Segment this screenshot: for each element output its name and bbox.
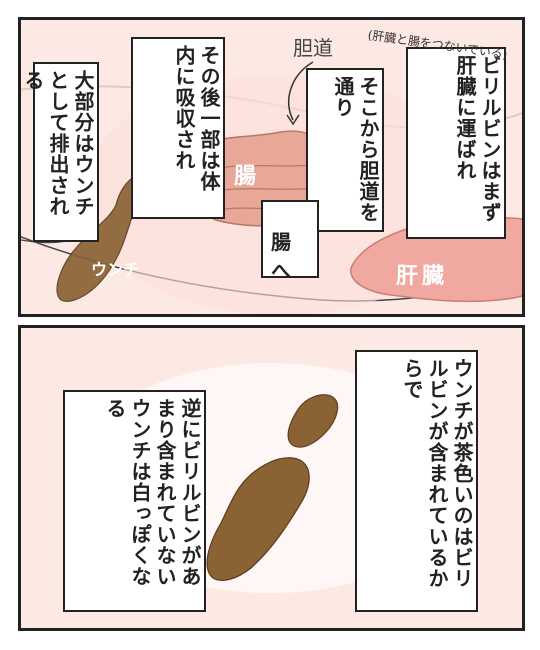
caption-via-bile-duct: そこから胆道を通り <box>306 68 384 232</box>
poop-bottom-piece <box>206 457 310 581</box>
panel-top: 大部分はウンチとして排出される その後一部は体内に吸収され そこから胆道を通り … <box>18 17 525 317</box>
caption-white-poop: 逆にビリルビンがあまり含まれていないウンチは白っぽくなる <box>63 390 206 612</box>
panel-bottom: ウンチが茶色いのはビリルビンが含まれているからで 逆にビリルビンがあまり含まれて… <box>18 325 525 631</box>
caption-to-intestine: 腸へ <box>261 200 319 283</box>
caption-liver: ビリルビンはまず肝臓に運ばれ <box>406 47 506 239</box>
label-intestine: 腸 <box>234 164 257 189</box>
caption-absorbed: その後一部は体内に吸収され <box>131 37 225 219</box>
poop-top-piece <box>287 394 339 448</box>
label-poop: ウンチ <box>91 260 140 279</box>
caption-brown-reason: ウンチが茶色いのはビリルビンが含まれているからで <box>355 350 478 612</box>
label-bile-duct: 胆道 <box>293 36 333 60</box>
caption-excreted: 大部分はウンチとして排出される <box>21 62 99 242</box>
bile-duct-arrow <box>288 61 314 121</box>
label-liver: 肝臓 <box>396 264 449 289</box>
